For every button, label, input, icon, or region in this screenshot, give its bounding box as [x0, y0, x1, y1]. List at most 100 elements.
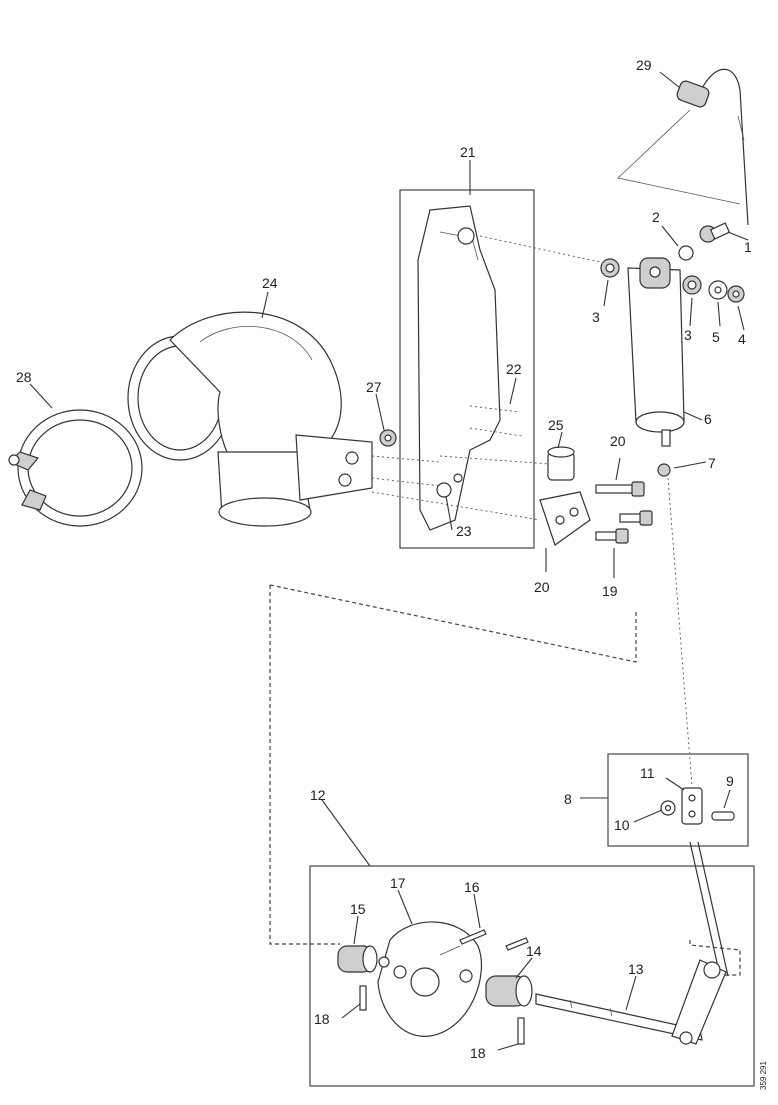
leader-25	[557, 431, 563, 449]
leader-11	[665, 777, 685, 791]
pin-part-18a	[359, 985, 367, 1011]
link-rod-dotted	[667, 477, 693, 787]
nut-part-7	[657, 463, 671, 477]
label-14: 14	[526, 943, 542, 959]
leader-2	[661, 225, 679, 247]
leader-24	[261, 291, 269, 319]
flange-disk-part-17	[377, 921, 482, 1037]
pin-part-18b	[517, 1017, 525, 1045]
label-11: 11	[640, 765, 655, 781]
label-5: 5	[712, 329, 720, 345]
leader-18b	[497, 1043, 519, 1051]
leader-14	[515, 957, 533, 979]
leader-7	[673, 461, 707, 469]
washer-part-10	[660, 800, 676, 816]
nut-part-4	[727, 285, 745, 303]
screw-part-22	[469, 405, 523, 437]
box-group-21	[399, 189, 535, 549]
leader-27	[375, 393, 385, 431]
dashed-route-left	[269, 585, 340, 945]
dashed-route-right	[689, 940, 741, 976]
pin-part-9	[711, 811, 735, 821]
label-28: 28	[16, 369, 32, 385]
label-18b: 18	[470, 1045, 486, 1061]
lever-shaft-part-13	[535, 841, 729, 1045]
label-21: 21	[460, 144, 476, 160]
label-27: 27	[366, 379, 382, 395]
label-25: 25	[548, 417, 564, 433]
spacer-part-25	[547, 446, 575, 481]
label-4: 4	[738, 331, 746, 347]
leader-9	[723, 789, 731, 809]
bushing-part-14	[485, 975, 533, 1007]
washer-part-5	[708, 280, 728, 300]
bushing-part-3b	[682, 275, 702, 295]
label-15: 15	[350, 901, 366, 917]
leader-23	[445, 495, 453, 531]
label-17: 17	[390, 875, 406, 891]
connector-line	[371, 477, 441, 487]
leader-3a	[603, 279, 609, 307]
label-16: 16	[464, 879, 480, 895]
connector-line	[371, 491, 541, 521]
leader-5	[717, 301, 721, 327]
elbow-pipe-part	[127, 311, 373, 527]
leader-20b	[615, 457, 621, 481]
leader-15	[353, 915, 359, 945]
bracket-plate-part	[417, 205, 501, 531]
clevis-part-11	[681, 787, 703, 825]
cylinder-part-6	[627, 257, 685, 447]
connector-line	[439, 455, 551, 465]
leader-16	[473, 893, 481, 929]
label-2: 2	[652, 209, 660, 225]
label-9: 9	[726, 773, 734, 789]
connector-line	[371, 455, 441, 463]
reference-number: 359 291	[759, 1061, 768, 1090]
label-20b: 20	[610, 433, 626, 449]
label-29: 29	[636, 57, 652, 73]
rod-part-1	[676, 68, 749, 226]
leader-10	[633, 809, 663, 823]
mount-bracket-part-20	[539, 491, 591, 546]
leader-1	[727, 231, 749, 241]
dashed-route-top	[269, 584, 637, 663]
screw-part-16	[459, 929, 529, 951]
box-group-8	[607, 753, 749, 847]
fitting-part-2	[678, 222, 731, 261]
bolt-part-19	[595, 510, 653, 544]
label-13: 13	[628, 961, 644, 977]
label-10: 10	[614, 817, 630, 833]
label-8: 8	[564, 791, 572, 807]
label-3a: 3	[592, 309, 600, 325]
label-3b: 3	[684, 327, 692, 343]
leader-29	[659, 71, 681, 89]
box-group-12	[309, 865, 755, 1087]
bushing-part-3	[600, 258, 620, 278]
leader-17	[397, 889, 413, 925]
bolt-part-20	[595, 481, 645, 497]
label-12: 12	[310, 787, 326, 803]
leader-6	[683, 411, 703, 421]
label-22: 22	[506, 361, 522, 377]
leader-22	[509, 377, 517, 405]
label-24: 24	[262, 275, 278, 291]
leader-4	[737, 305, 745, 331]
connector-line	[479, 235, 601, 263]
leader-28	[29, 383, 53, 409]
label-23: 23	[456, 523, 472, 539]
label-7: 7	[708, 455, 716, 471]
leader-3b	[689, 297, 693, 327]
label-1: 1	[744, 239, 752, 255]
label-18a: 18	[314, 1011, 330, 1027]
nut-part-27	[379, 429, 397, 447]
leader-12	[321, 799, 371, 867]
label-6: 6	[704, 411, 712, 427]
leader-29-pointer	[617, 109, 741, 205]
bushing-part-15	[337, 945, 390, 973]
leader-13	[625, 975, 637, 1011]
leader-18a	[341, 1003, 361, 1019]
label-19: 19	[602, 583, 618, 599]
clamp-ring-part	[8, 409, 143, 527]
